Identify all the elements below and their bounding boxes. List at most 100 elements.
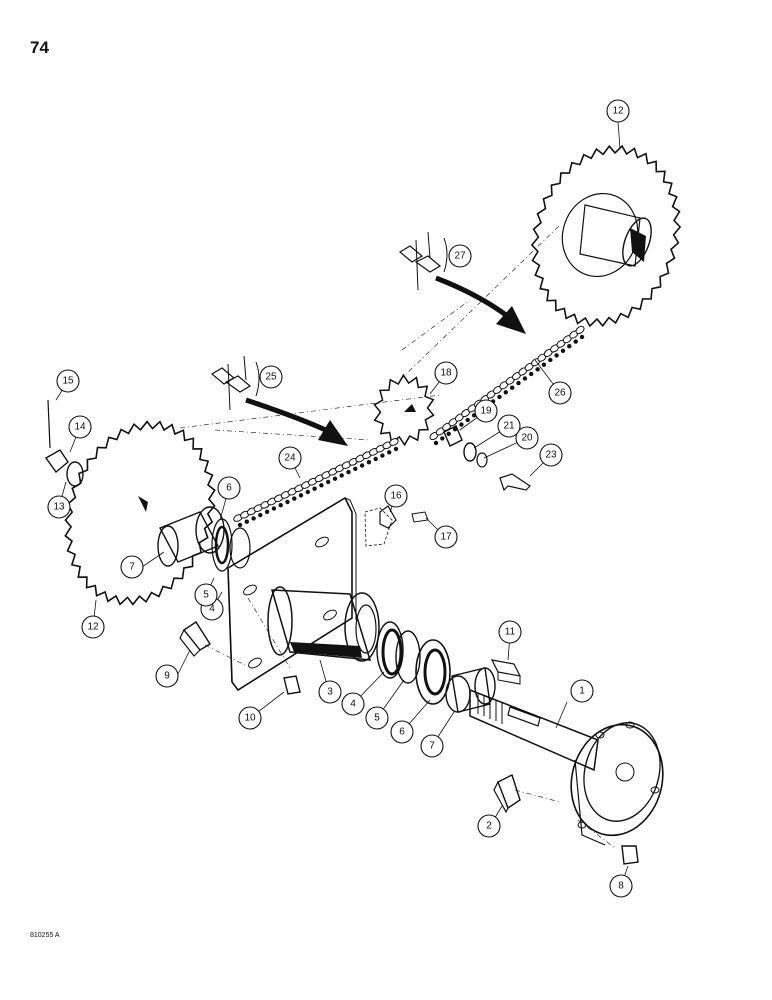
svg-text:17: 17 [440,532,452,543]
chain-roller [522,376,528,381]
chain-roller [433,440,439,446]
chain-link [389,438,399,446]
chain-roller [380,453,385,458]
svg-text:14: 14 [74,422,86,433]
chain-roller [292,496,297,501]
upper-sprocket [530,144,682,328]
svg-text:4: 4 [350,699,356,710]
svg-text:12: 12 [612,106,624,117]
drive-shaft [469,688,664,846]
chain-roller [285,499,290,505]
callout-7-right: 7 [420,734,444,758]
callout-13: 13 [47,495,71,519]
svg-text:18: 18 [440,368,452,379]
svg-text:24: 24 [284,453,296,464]
chain-roller [258,512,263,518]
mounting-plate [227,496,357,692]
chain-roller [541,362,547,367]
page-number: 74 [30,38,49,57]
svg-text:15: 15 [62,376,74,387]
svg-text:20: 20 [521,433,533,444]
svg-text:10: 10 [244,713,256,724]
lower-chain [233,438,399,528]
callout-19: 19 [474,399,498,423]
callout-4-right: 4 [341,692,365,716]
chain-roller [305,489,310,495]
callout-18: 18 [434,361,458,385]
figure-code: 810255 A [30,932,60,939]
callout-5-left: 5 [194,583,218,607]
centerlines [179,224,616,849]
callout-6-right: 6 [390,720,414,744]
chain-roller [312,486,317,491]
callout-1: 1 [570,679,594,703]
chain-roller [339,473,344,478]
callout-26: 26 [548,381,572,405]
chain-connector-link-25 [210,355,260,411]
callout-10: 10 [238,706,262,730]
chain-roller [244,519,249,524]
chain-roller [319,483,324,488]
chain-roller [373,456,378,462]
callout-9: 9 [155,664,179,688]
svg-text:8: 8 [618,881,624,892]
svg-text:11: 11 [505,627,516,638]
svg-text:16: 16 [390,491,402,502]
callout-6-left: 6 [217,476,241,500]
callout-11: 11 [498,620,522,644]
chain-roller [326,479,331,485]
svg-text:27: 27 [454,251,466,262]
svg-text:2: 2 [486,821,492,832]
chain-roller [359,463,365,468]
chain-roller [567,344,572,349]
callout-15: 15 [56,369,80,393]
chain-roller [387,450,392,455]
callout-8: 8 [609,874,633,898]
svg-text:3: 3 [327,687,333,698]
idler-sprocket [373,373,435,447]
callout-3: 3 [318,680,342,704]
svg-text:13: 13 [53,502,65,513]
callout-21: 21 [497,414,521,438]
assembly-arrows [245,275,526,446]
chain-roller [573,339,578,344]
chain-link [575,325,585,335]
chain-roller [560,348,566,353]
lower-sprocket [64,420,216,606]
svg-text:7: 7 [429,741,435,752]
chain-roller [332,476,338,481]
svg-text:5: 5 [203,590,209,601]
chain-roller [446,431,451,436]
chain-roller [346,469,351,475]
callout-5-right: 5 [365,706,389,730]
chain-roller [393,446,399,452]
chain-roller [251,516,256,521]
callout-12-upper: 12 [606,99,630,123]
svg-text:19: 19 [480,406,492,417]
svg-text:5: 5 [374,713,380,724]
left-hub-assembly [157,506,251,572]
chain-roller [264,509,270,514]
callout-7-left: 7 [120,555,144,579]
chain-roller [452,427,458,432]
callout-25: 25 [259,365,283,389]
svg-text:25: 25 [265,372,277,383]
callout-17: 17 [434,525,458,549]
chain-roller [548,357,553,363]
upper-chain [429,325,585,446]
chain-roller [497,394,502,400]
hardware [44,399,639,865]
callout-2: 2 [477,814,501,838]
chain-roller [271,506,277,511]
svg-text:21: 21 [503,421,515,432]
chain-roller [298,493,304,498]
callout-20: 20 [515,426,539,450]
chain-roller [278,503,283,508]
chain-roller [237,522,243,528]
chain-roller [510,385,515,390]
callout-16: 16 [384,484,408,508]
svg-text:9: 9 [164,671,170,682]
callout-24: 24 [278,446,302,470]
